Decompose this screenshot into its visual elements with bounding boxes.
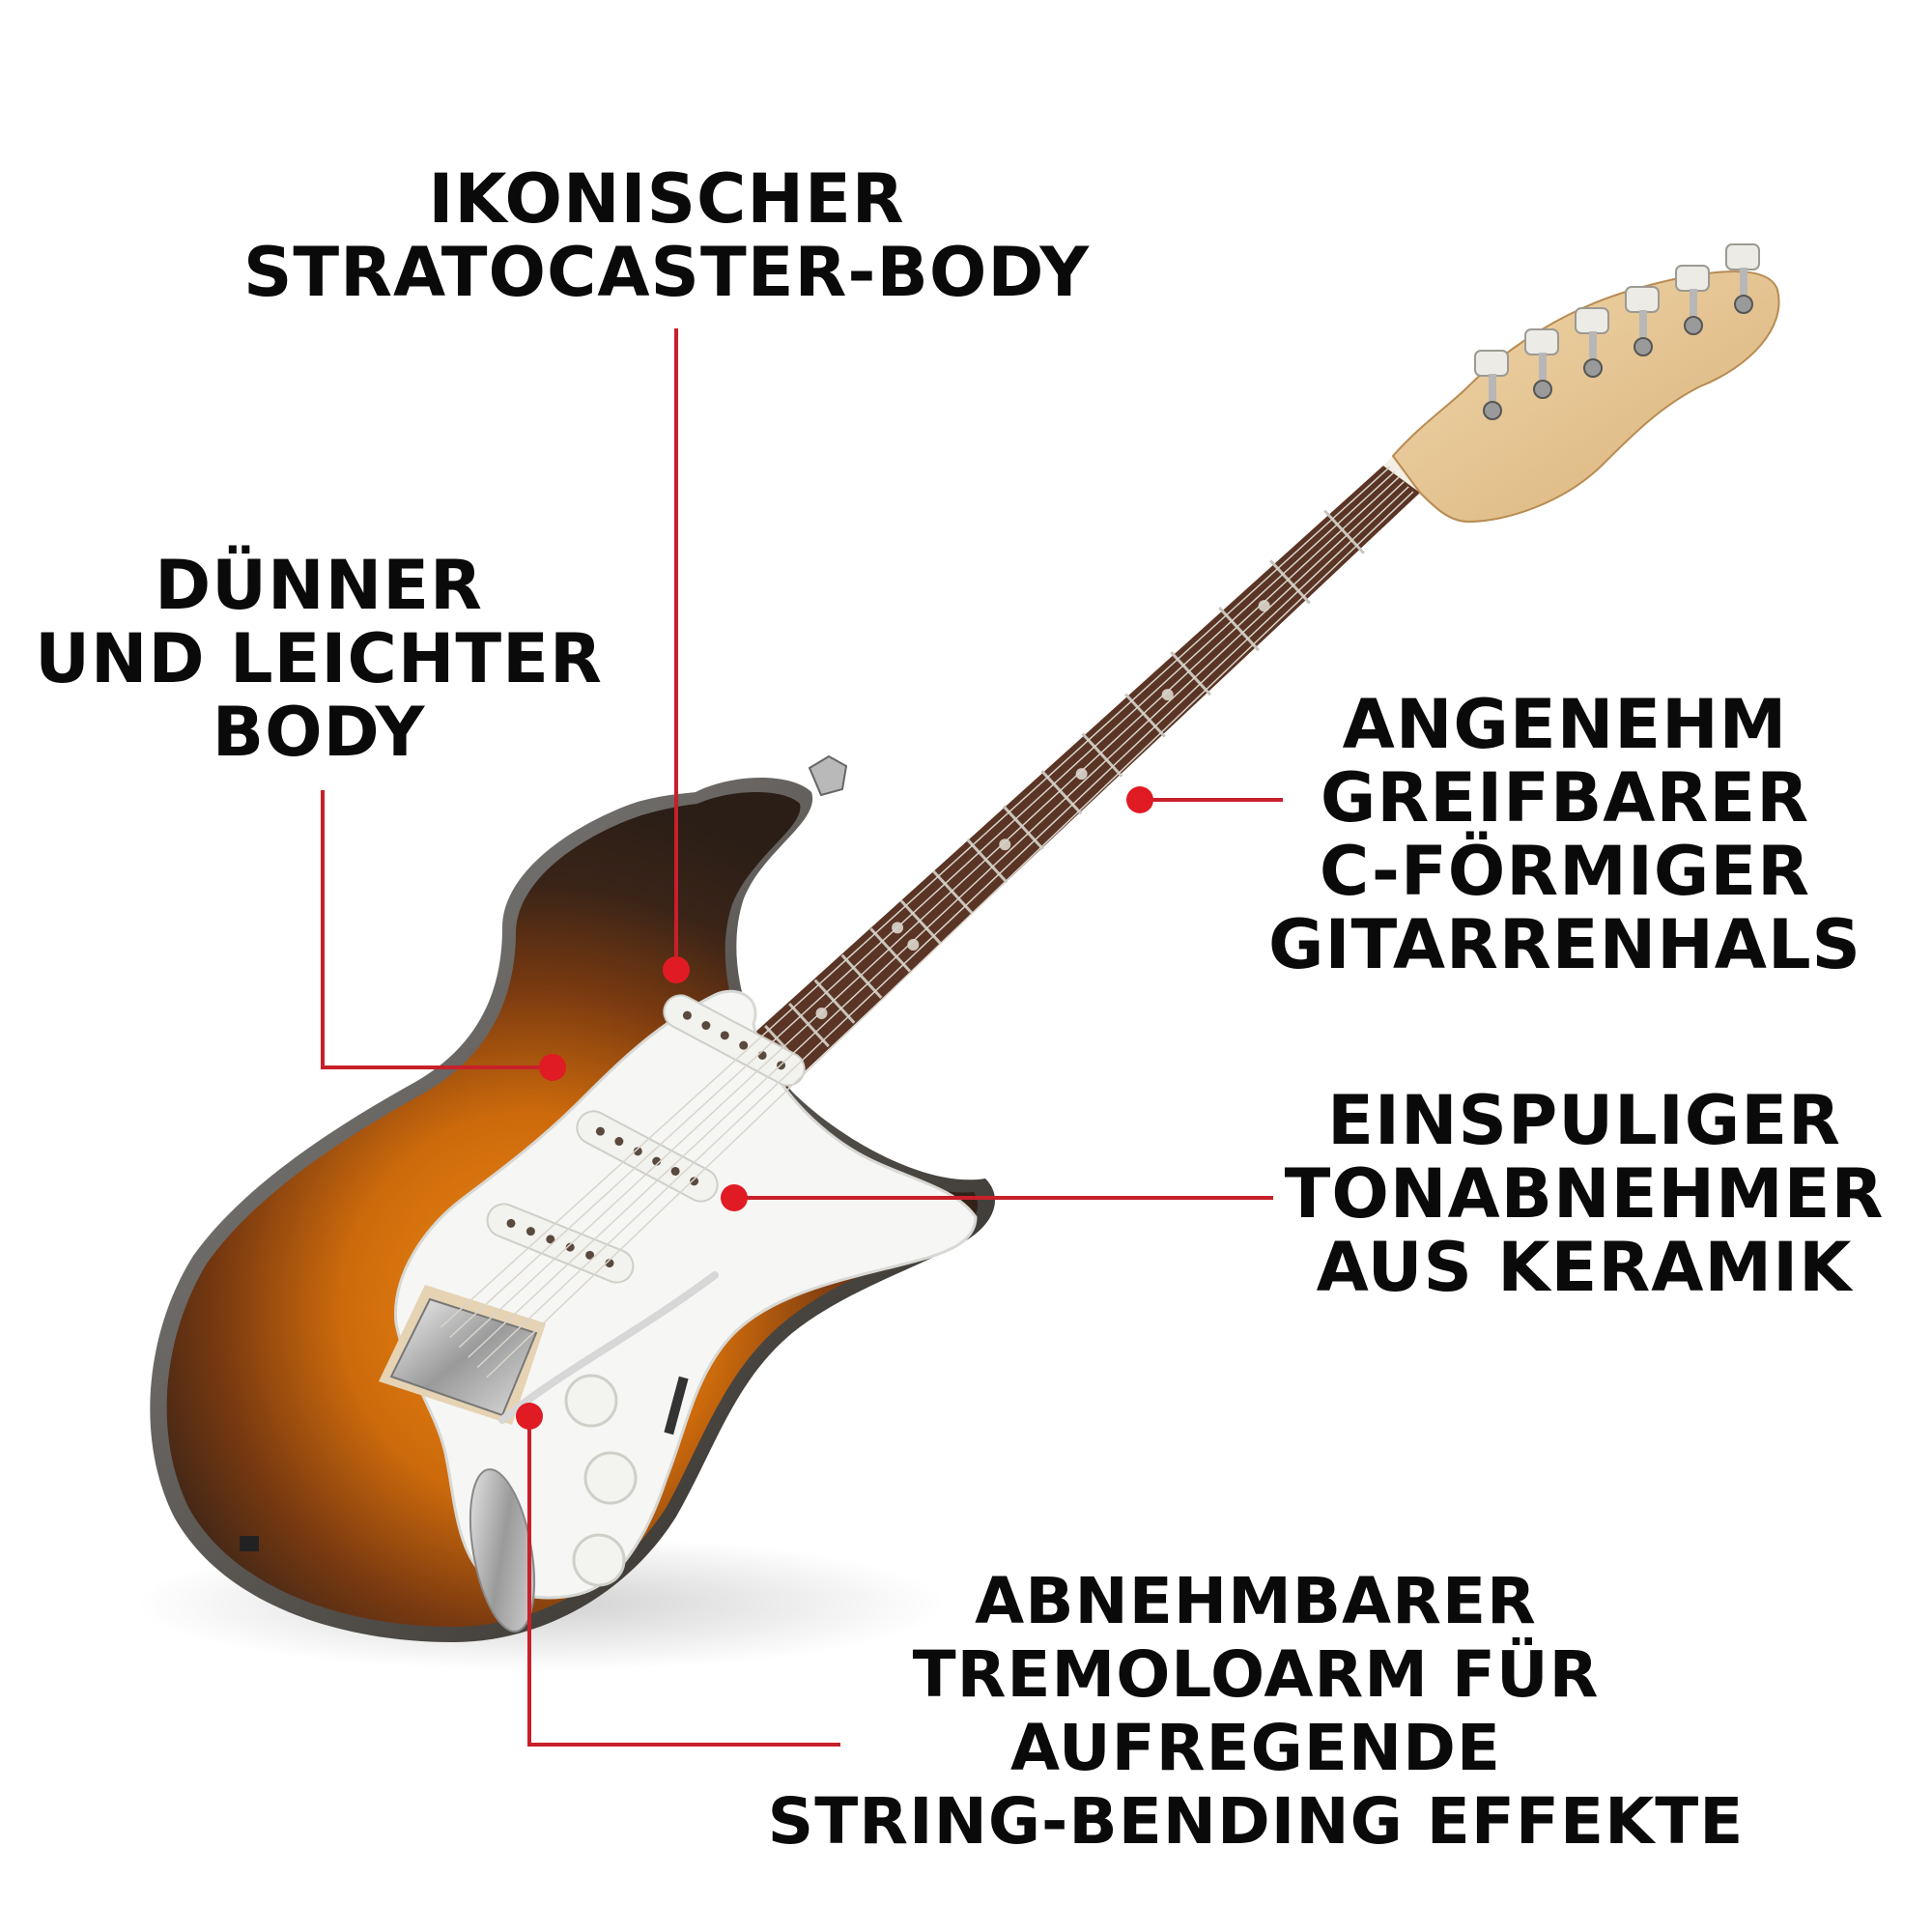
callout-dot-thin-body (539, 1054, 566, 1081)
callout-neck-line-1: ANGENEHM (1342, 685, 1788, 764)
string (449, 470, 1396, 1339)
pole-piece (633, 1147, 642, 1156)
tuner-key (1575, 307, 1609, 334)
tuner-shaft (1489, 374, 1496, 401)
string (476, 486, 1409, 1369)
guitar-strings (440, 466, 1414, 1378)
tuner-key (1675, 265, 1710, 292)
callout-pickup: EINSPULIGER TONABNEHMER AUS KERAMIK (1246, 1084, 1922, 1304)
string (458, 475, 1401, 1349)
tuner-shaft (1690, 289, 1697, 316)
pole-piece (546, 1235, 555, 1244)
callout-neck-line-3: C-FÖRMIGER (1319, 832, 1811, 911)
tuner-shaft (1639, 310, 1647, 337)
callout-tremolo-line-2: TREMOLOARM FÜR (912, 1637, 1600, 1712)
tuner-shaft (1589, 331, 1597, 358)
fret (813, 979, 856, 1024)
pole-piece (720, 1031, 729, 1040)
fret-inlay-dot (1258, 600, 1270, 612)
callout-thin-body-line-3: BODY (212, 693, 426, 772)
pickup-pole-pieces (506, 1010, 786, 1268)
tremolo-bridge (379, 1285, 546, 1425)
callout-pickup-line-1: EINSPULIGER (1327, 1081, 1841, 1160)
callout-body-top: IKONISCHER STRATOCASTER-BODY (232, 162, 1101, 309)
tuner-post (1583, 358, 1603, 378)
tremolo-arm (498, 1271, 719, 1424)
strap-button-bottom (240, 1536, 259, 1551)
callout-dot-pickup (721, 1184, 748, 1211)
tuner-post (1533, 380, 1552, 399)
callout-tremolo-line-4: STRING-BENDING EFFEKTE (767, 1784, 1745, 1859)
pole-piece (595, 1126, 605, 1136)
tuner-post (1483, 401, 1502, 420)
fret-inlay-dot (815, 1008, 828, 1020)
callout-pickup-line-2: TONABNEHMER (1284, 1154, 1885, 1234)
tuner-shaft (1740, 268, 1747, 295)
string (486, 491, 1414, 1378)
fret-inlay-dot (907, 939, 920, 952)
pole-piece (605, 1259, 614, 1268)
callout-tremolo-line-3: AUFREGENDE (1010, 1711, 1501, 1785)
pole-piece (526, 1227, 535, 1236)
tuner-post (1734, 295, 1753, 314)
callout-thin-body: DÜNNER UND LEICHTER BODY (19, 549, 618, 769)
callout-line-tremolo (527, 1416, 840, 1747)
callout-dots (516, 786, 1153, 1430)
callout-tremolo-line-1: ABNEHMBARER (975, 1564, 1537, 1638)
callout-body-top-line-1: IKONISCHER (428, 159, 905, 239)
fret (966, 838, 1009, 884)
callout-thin-body-line-1: DÜNNER (155, 546, 483, 625)
callout-lines (321, 328, 1283, 1747)
pole-piece (565, 1242, 575, 1252)
string (468, 481, 1405, 1358)
fret (1323, 509, 1366, 554)
pole-piece (670, 1166, 680, 1176)
fret-inlay-dot (999, 838, 1011, 851)
pole-piece (682, 1010, 692, 1020)
fret (1002, 805, 1044, 850)
fret-inlay-dot (1161, 689, 1174, 701)
fret (932, 869, 974, 915)
callout-dot-body-top (663, 956, 690, 983)
callout-neck-line-2: GREIFBARER (1320, 758, 1810, 838)
callout-thin-body-line-2: UND LEICHTER (35, 619, 603, 698)
callout-neck-line-4: GITARRENHALS (1268, 905, 1861, 984)
callout-body-top-line-2: STRATOCASTER-BODY (242, 233, 1091, 312)
string (440, 466, 1391, 1328)
tuner-key (1524, 328, 1559, 355)
tone-knob-2 (572, 1533, 626, 1587)
tone-knob-1 (583, 1451, 638, 1505)
callout-tremolo: ABNEHMBARER TREMOLOARM FÜR AUFREGENDE ST… (705, 1565, 1806, 1859)
pole-piece (614, 1137, 624, 1147)
volume-knob (564, 1374, 618, 1428)
callout-dot-tremolo (516, 1403, 543, 1430)
tuner-key (1625, 286, 1660, 313)
callout-dot-neck (1126, 786, 1153, 813)
callout-line-thin-body (321, 790, 553, 1069)
fret-inlay-dot (1075, 768, 1088, 781)
tuner-post (1684, 316, 1703, 335)
pole-piece (757, 1050, 767, 1060)
fret (788, 1002, 830, 1048)
pole-piece (652, 1156, 662, 1166)
callout-neck: ANGENEHM GREIFBARER C-FÖRMIGER GITARRENH… (1227, 688, 1903, 981)
pole-piece (739, 1040, 749, 1050)
tuner-key (1474, 350, 1509, 377)
fret (1081, 732, 1123, 778)
tuner-key (1725, 243, 1760, 270)
pole-piece (690, 1177, 699, 1186)
strap-button (808, 754, 848, 797)
tuning-pegs (1474, 243, 1760, 420)
pole-piece (585, 1250, 595, 1260)
callout-pickup-line-3: AUS KERAMIK (1316, 1228, 1853, 1307)
pole-piece (701, 1021, 711, 1031)
tuner-post (1634, 337, 1653, 356)
tuner-shaft (1539, 353, 1547, 380)
fret (1040, 770, 1083, 815)
pickup-selector-switch (664, 1376, 689, 1435)
pole-piece (506, 1218, 516, 1228)
pickup-neck (663, 994, 806, 1087)
